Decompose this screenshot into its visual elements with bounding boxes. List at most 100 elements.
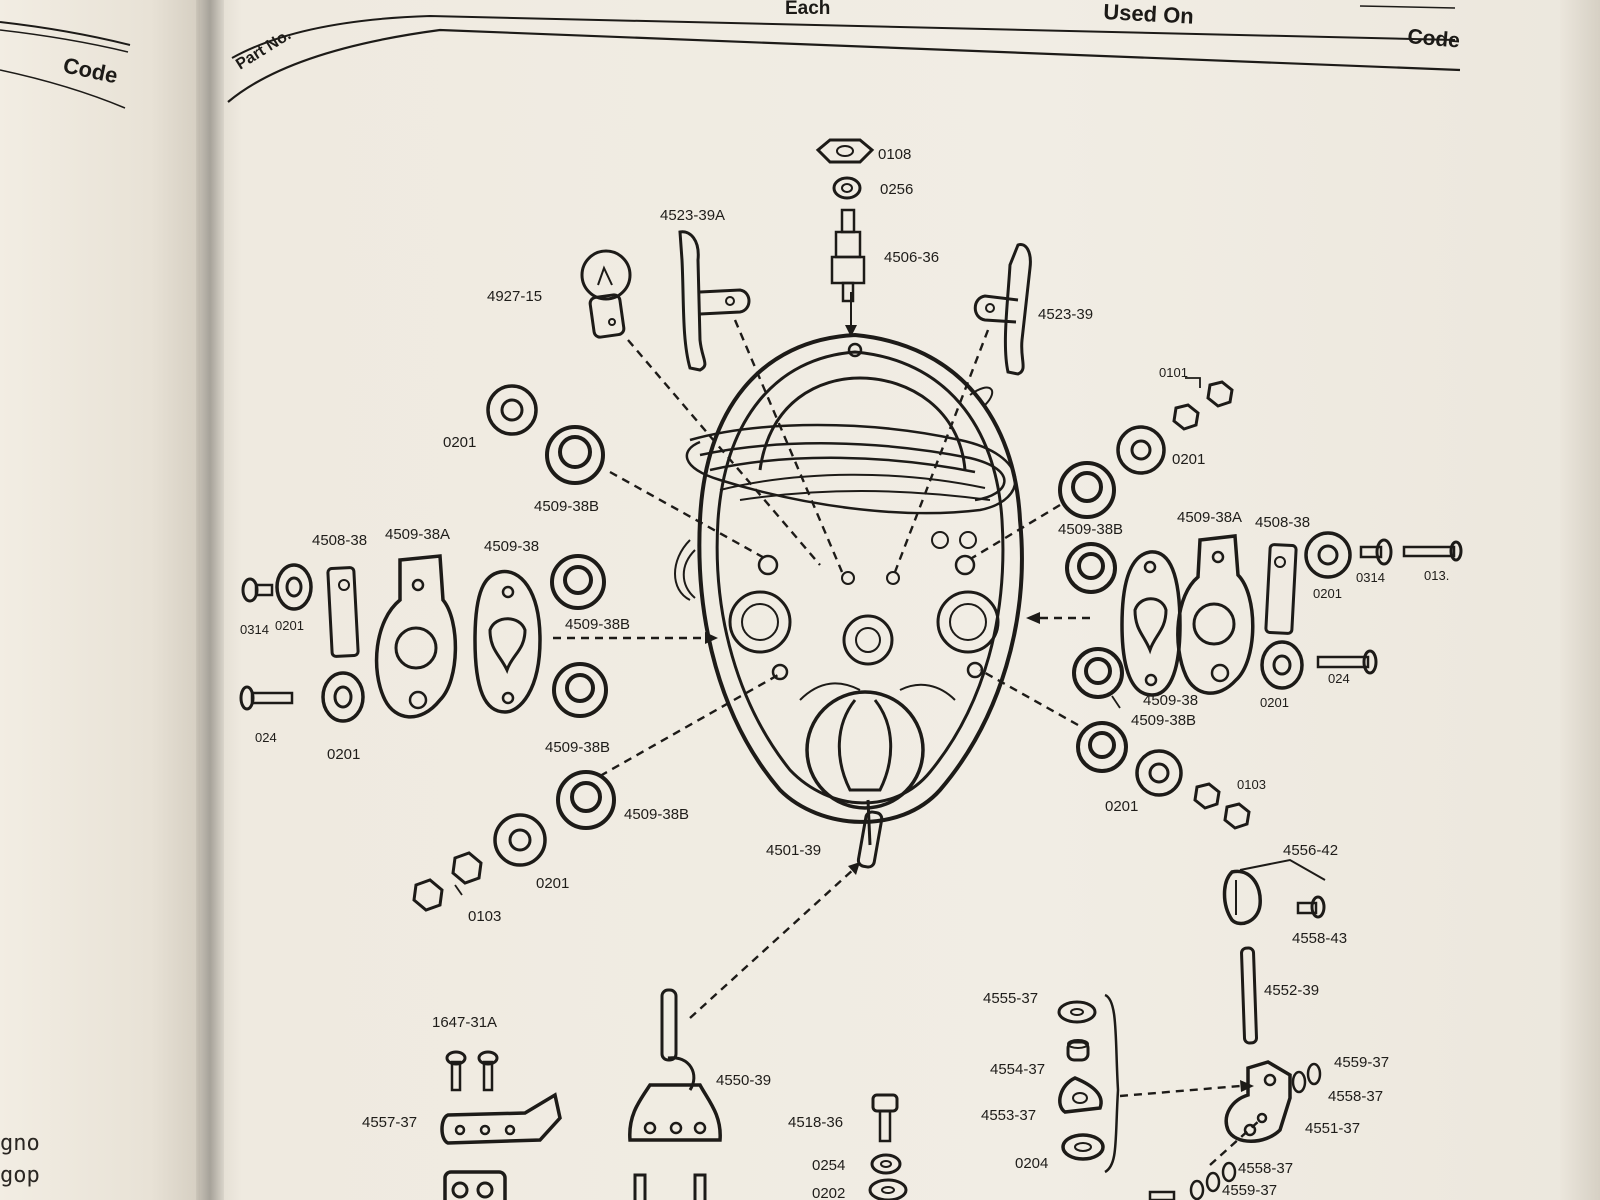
- part-label-024: 024: [255, 730, 277, 745]
- nuts-0103-l: [412, 851, 483, 912]
- insulator-4509-38B-ur: [1058, 461, 1116, 519]
- screw-4558-43: [1296, 895, 1326, 919]
- plate-4509-38-r: [1120, 550, 1182, 697]
- part-label-4509-38B: 4509-38B: [565, 616, 630, 633]
- insulator-4509-38B-r-bottom: [1076, 721, 1128, 773]
- left-page-fragment: gop: [0, 1163, 40, 1188]
- right-code-heading: Code: [1407, 25, 1461, 52]
- cam-4553-37: [1058, 1076, 1103, 1114]
- terminal-4508-38-l: [326, 566, 360, 658]
- bracket-4523-39: [973, 242, 1032, 376]
- part-label-4509-38B: 4509-38B: [1131, 712, 1196, 729]
- part-label-4509-38B: 4509-38B: [624, 806, 689, 823]
- insulator-4509-38B-r-low: [1072, 647, 1124, 699]
- bracket-4523-39A: [678, 230, 751, 372]
- part-label-4509-38B: 4509-38B: [545, 739, 610, 756]
- book-gutter: [196, 0, 224, 1200]
- part-label-4509-38: 4509-38: [484, 538, 539, 555]
- plate-4509-38A-l: [374, 554, 458, 719]
- part-label-013: 013.: [1424, 568, 1449, 583]
- washer-0201-ul: [486, 384, 538, 436]
- rivets-1647-31A: [445, 1050, 499, 1092]
- part-label-4509-38A: 4509-38A: [1177, 509, 1242, 526]
- part-label-4552-39: 4552-39: [1264, 982, 1319, 999]
- part-label-4509-38: 4509-38: [1143, 692, 1198, 709]
- washer-0204: [1061, 1133, 1105, 1161]
- washer-0201-l2: [321, 671, 365, 723]
- part-label-024: 024: [1328, 671, 1350, 686]
- part-label-4556-42: 4556-42: [1283, 842, 1338, 859]
- part-label-4551-37: 4551-37: [1305, 1120, 1360, 1137]
- part-label-0101: 0101: [1159, 365, 1188, 380]
- left-page: [0, 0, 215, 1200]
- part-label-4559-37: 4559-37: [1334, 1054, 1389, 1071]
- switch-dome: [805, 690, 925, 869]
- shaft-4552-39: [1240, 946, 1259, 1045]
- part-label-0254: 0254: [812, 1157, 845, 1174]
- part-label-0201: 0201: [443, 434, 476, 451]
- washer-0201-r2: [1260, 640, 1304, 690]
- bracket-4551-37: [1224, 1060, 1292, 1143]
- washer-4555-37: [1057, 1000, 1097, 1024]
- part-label-0201: 0201: [1105, 798, 1138, 815]
- terminal-4508-38-r: [1264, 543, 1298, 635]
- washer-0201-bl: [493, 813, 547, 867]
- each-heading: Each: [785, 0, 830, 19]
- washer-0201-r3: [1135, 749, 1183, 797]
- plate-4557-37: [440, 1092, 562, 1145]
- left-header-rules: [0, 21, 131, 109]
- washer-0201-l1: [275, 563, 313, 611]
- part-label-4523-39A: 4523-39A: [660, 207, 725, 224]
- nut-0108: [815, 138, 875, 164]
- part-label-4509-38A: 4509-38A: [385, 526, 450, 543]
- switch-housing-4501-39: [674, 332, 1024, 869]
- nuts-0103-r: [1193, 782, 1251, 830]
- plate-bottom-left: [443, 1170, 507, 1200]
- insulator-4509-38B-r-mid: [1065, 542, 1117, 594]
- part-label-4518-36: 4518-36: [788, 1114, 843, 1131]
- part-label-4555-37: 4555-37: [983, 990, 1038, 1007]
- lockwasher-0256: [832, 176, 862, 200]
- bulb-4927-15: [580, 249, 632, 339]
- screw-024-l: [239, 685, 294, 711]
- washer-0201-r1: [1304, 531, 1352, 579]
- washer-0254: [870, 1153, 902, 1175]
- part-label-0204: 0204: [1015, 1155, 1048, 1172]
- left-page-fragment: gno: [0, 1131, 40, 1156]
- washer-0202: [868, 1178, 908, 1200]
- right-page: [200, 0, 1600, 1200]
- plate-4509-38A-r: [1176, 534, 1255, 695]
- part-label-4508-38: 4508-38: [312, 532, 367, 549]
- part-label-0202: 0202: [812, 1185, 845, 1200]
- right-terminal-socket: [931, 531, 1000, 654]
- part-label-0103: 0103: [1237, 777, 1266, 792]
- part-label-4553-37: 4553-37: [981, 1107, 1036, 1124]
- part-label-4554-37: 4554-37: [990, 1061, 1045, 1078]
- nuts-0101: [1172, 380, 1234, 431]
- left-code-heading: Code: [61, 52, 120, 88]
- part-label-0201: 0201: [327, 746, 360, 763]
- part-no-heading: Part No.: [233, 26, 294, 73]
- spacer-4554-37: [1066, 1039, 1090, 1062]
- part-label-4523-39: 4523-39: [1038, 306, 1093, 323]
- part-label-0108: 0108: [878, 146, 911, 163]
- insulator-4509-38B-lower: [556, 770, 616, 830]
- screw-0314-r: [1359, 538, 1393, 566]
- lever-4550-39: [628, 988, 722, 1142]
- part-label-0314: 0314: [1356, 570, 1385, 585]
- used-on-heading: Used On: [1103, 0, 1195, 29]
- plate-4509-38-l: [473, 569, 542, 714]
- bolt-4518-36: [871, 1093, 899, 1143]
- washers-4559-37-a: [1291, 1062, 1322, 1094]
- part-label-0314: 0314: [240, 622, 269, 637]
- part-label-4550-39: 4550-39: [716, 1072, 771, 1089]
- part-label-4508-38: 4508-38: [1255, 514, 1310, 531]
- part-label-4509-38B: 4509-38B: [534, 498, 599, 515]
- insulator-4509-38B-ml-bottom: [552, 662, 608, 718]
- part-label-0201: 0201: [536, 875, 569, 892]
- part-label-0103: 0103: [468, 908, 501, 925]
- left-terminal-socket: [728, 554, 792, 654]
- part-label-4557-37: 4557-37: [362, 1114, 417, 1131]
- washer-0201-ur: [1116, 425, 1166, 475]
